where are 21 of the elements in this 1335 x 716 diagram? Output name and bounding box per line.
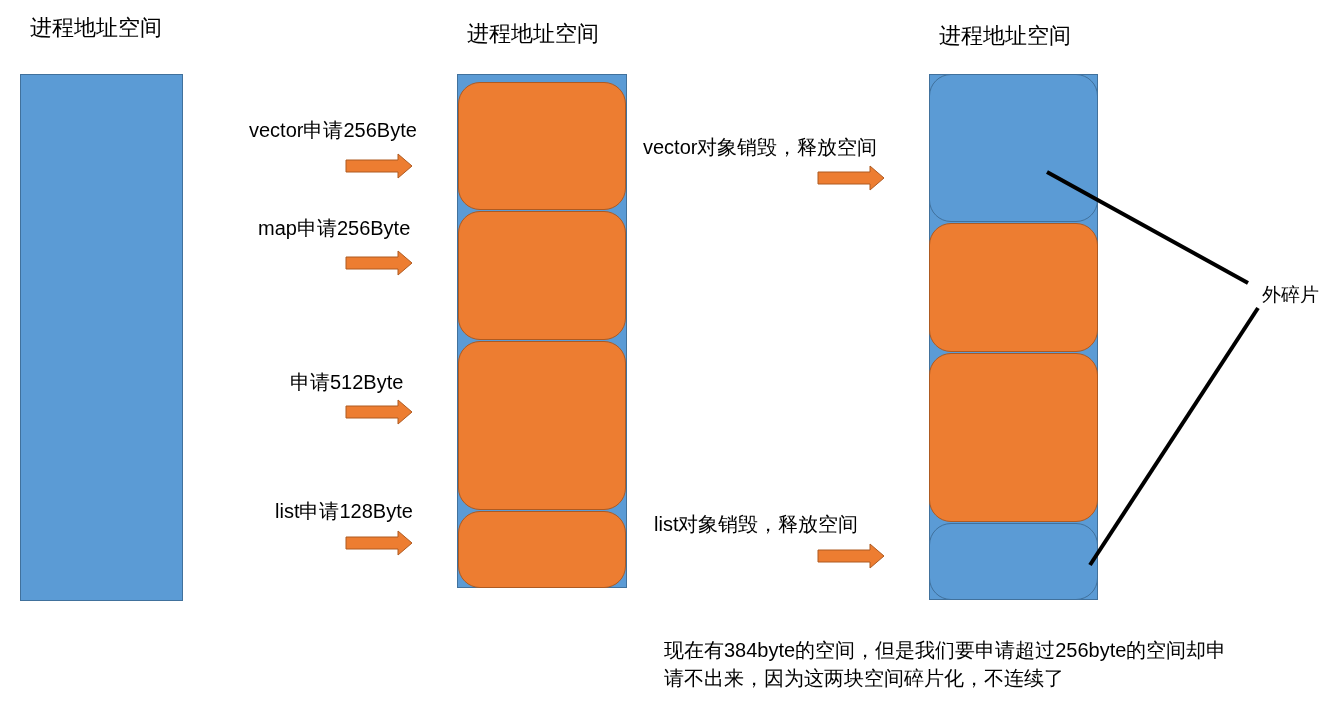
memory-block — [929, 523, 1098, 600]
step-label: list申请128Byte — [275, 499, 413, 523]
memory-block — [929, 353, 1098, 522]
memory-block — [458, 211, 626, 340]
memory-block — [458, 341, 626, 510]
memory-block — [929, 74, 1098, 222]
callout-text: 外碎片 — [1262, 283, 1319, 307]
step-label: vector申请256Byte — [249, 118, 417, 142]
column-heading: 进程地址空间 — [467, 22, 599, 46]
step-label: vector对象销毁，释放空间 — [643, 135, 878, 159]
leader-line — [1046, 170, 1249, 285]
memory-block — [929, 223, 1098, 352]
step-label: list对象销毁，释放空间 — [654, 512, 859, 536]
memory-block — [458, 511, 626, 588]
note-text: 现在有384byte的空间，但是我们要申请超过256byte的空间却申请不出来，因为这两块空间碎片化，不连续了 — [664, 638, 1228, 691]
leader-line — [1088, 306, 1260, 567]
step-label: 申请512Byte — [290, 370, 404, 394]
column-heading: 进程地址空间 — [939, 24, 1071, 48]
column-heading: 进程地址空间 — [30, 16, 162, 40]
step-label: map申请256Byte — [258, 216, 411, 240]
memory-block — [458, 82, 626, 210]
